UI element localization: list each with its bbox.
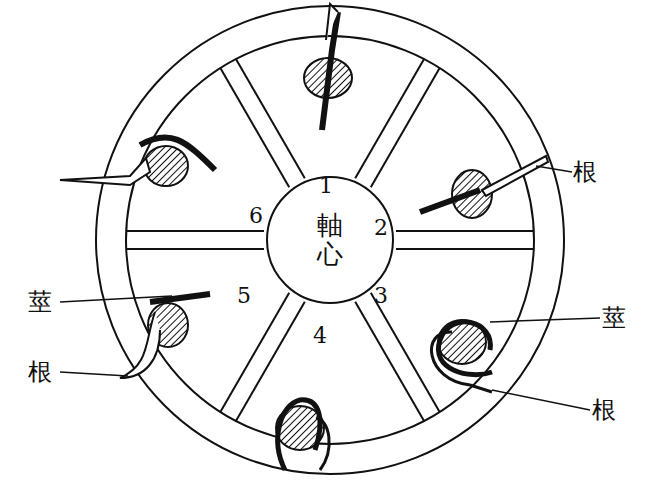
seed xyxy=(144,146,188,186)
spoke-edge xyxy=(126,230,264,232)
stem xyxy=(420,190,480,212)
spoke-edge xyxy=(396,230,534,232)
leader-line xyxy=(60,372,128,376)
stem xyxy=(150,294,210,302)
spoke-edge xyxy=(236,59,305,179)
root xyxy=(120,312,160,378)
spoke-edge xyxy=(355,302,424,422)
stem xyxy=(438,322,492,375)
spoke-edge xyxy=(220,293,289,413)
spoke-edge xyxy=(355,59,424,179)
stem xyxy=(278,400,320,470)
compartment-number: 6 xyxy=(248,204,264,228)
leader-line xyxy=(490,318,600,322)
part-label: 根 xyxy=(572,159,598,185)
inner-rim xyxy=(126,36,534,444)
part-label: 根 xyxy=(591,397,617,423)
part-label: 莖 xyxy=(27,289,53,315)
spoke-edge xyxy=(126,248,264,250)
compartment-number: 3 xyxy=(373,284,389,308)
leader-line xyxy=(492,390,590,410)
root xyxy=(316,418,329,470)
root xyxy=(60,158,150,185)
root xyxy=(431,332,492,392)
outer-rim xyxy=(96,6,564,474)
spokes xyxy=(126,59,534,421)
leader-lines xyxy=(60,166,600,410)
compartment-number: 4 xyxy=(312,324,328,348)
spoke-edge xyxy=(396,248,534,250)
spoke-edge xyxy=(220,68,289,188)
hub-label: 軸心 xyxy=(317,211,343,268)
part-label: 根 xyxy=(27,359,53,385)
compartment-number: 2 xyxy=(373,216,389,240)
sprout xyxy=(326,4,338,40)
spoke-edge xyxy=(371,293,440,413)
part-label: 莖 xyxy=(601,305,627,331)
root xyxy=(482,156,548,196)
seedlings xyxy=(60,4,548,470)
leader-line xyxy=(536,166,572,172)
compartment-number: 5 xyxy=(236,284,252,308)
stem xyxy=(140,137,215,170)
compartment-number: 1 xyxy=(318,174,334,198)
spoke-edge xyxy=(371,68,440,188)
leader-line xyxy=(60,296,172,302)
